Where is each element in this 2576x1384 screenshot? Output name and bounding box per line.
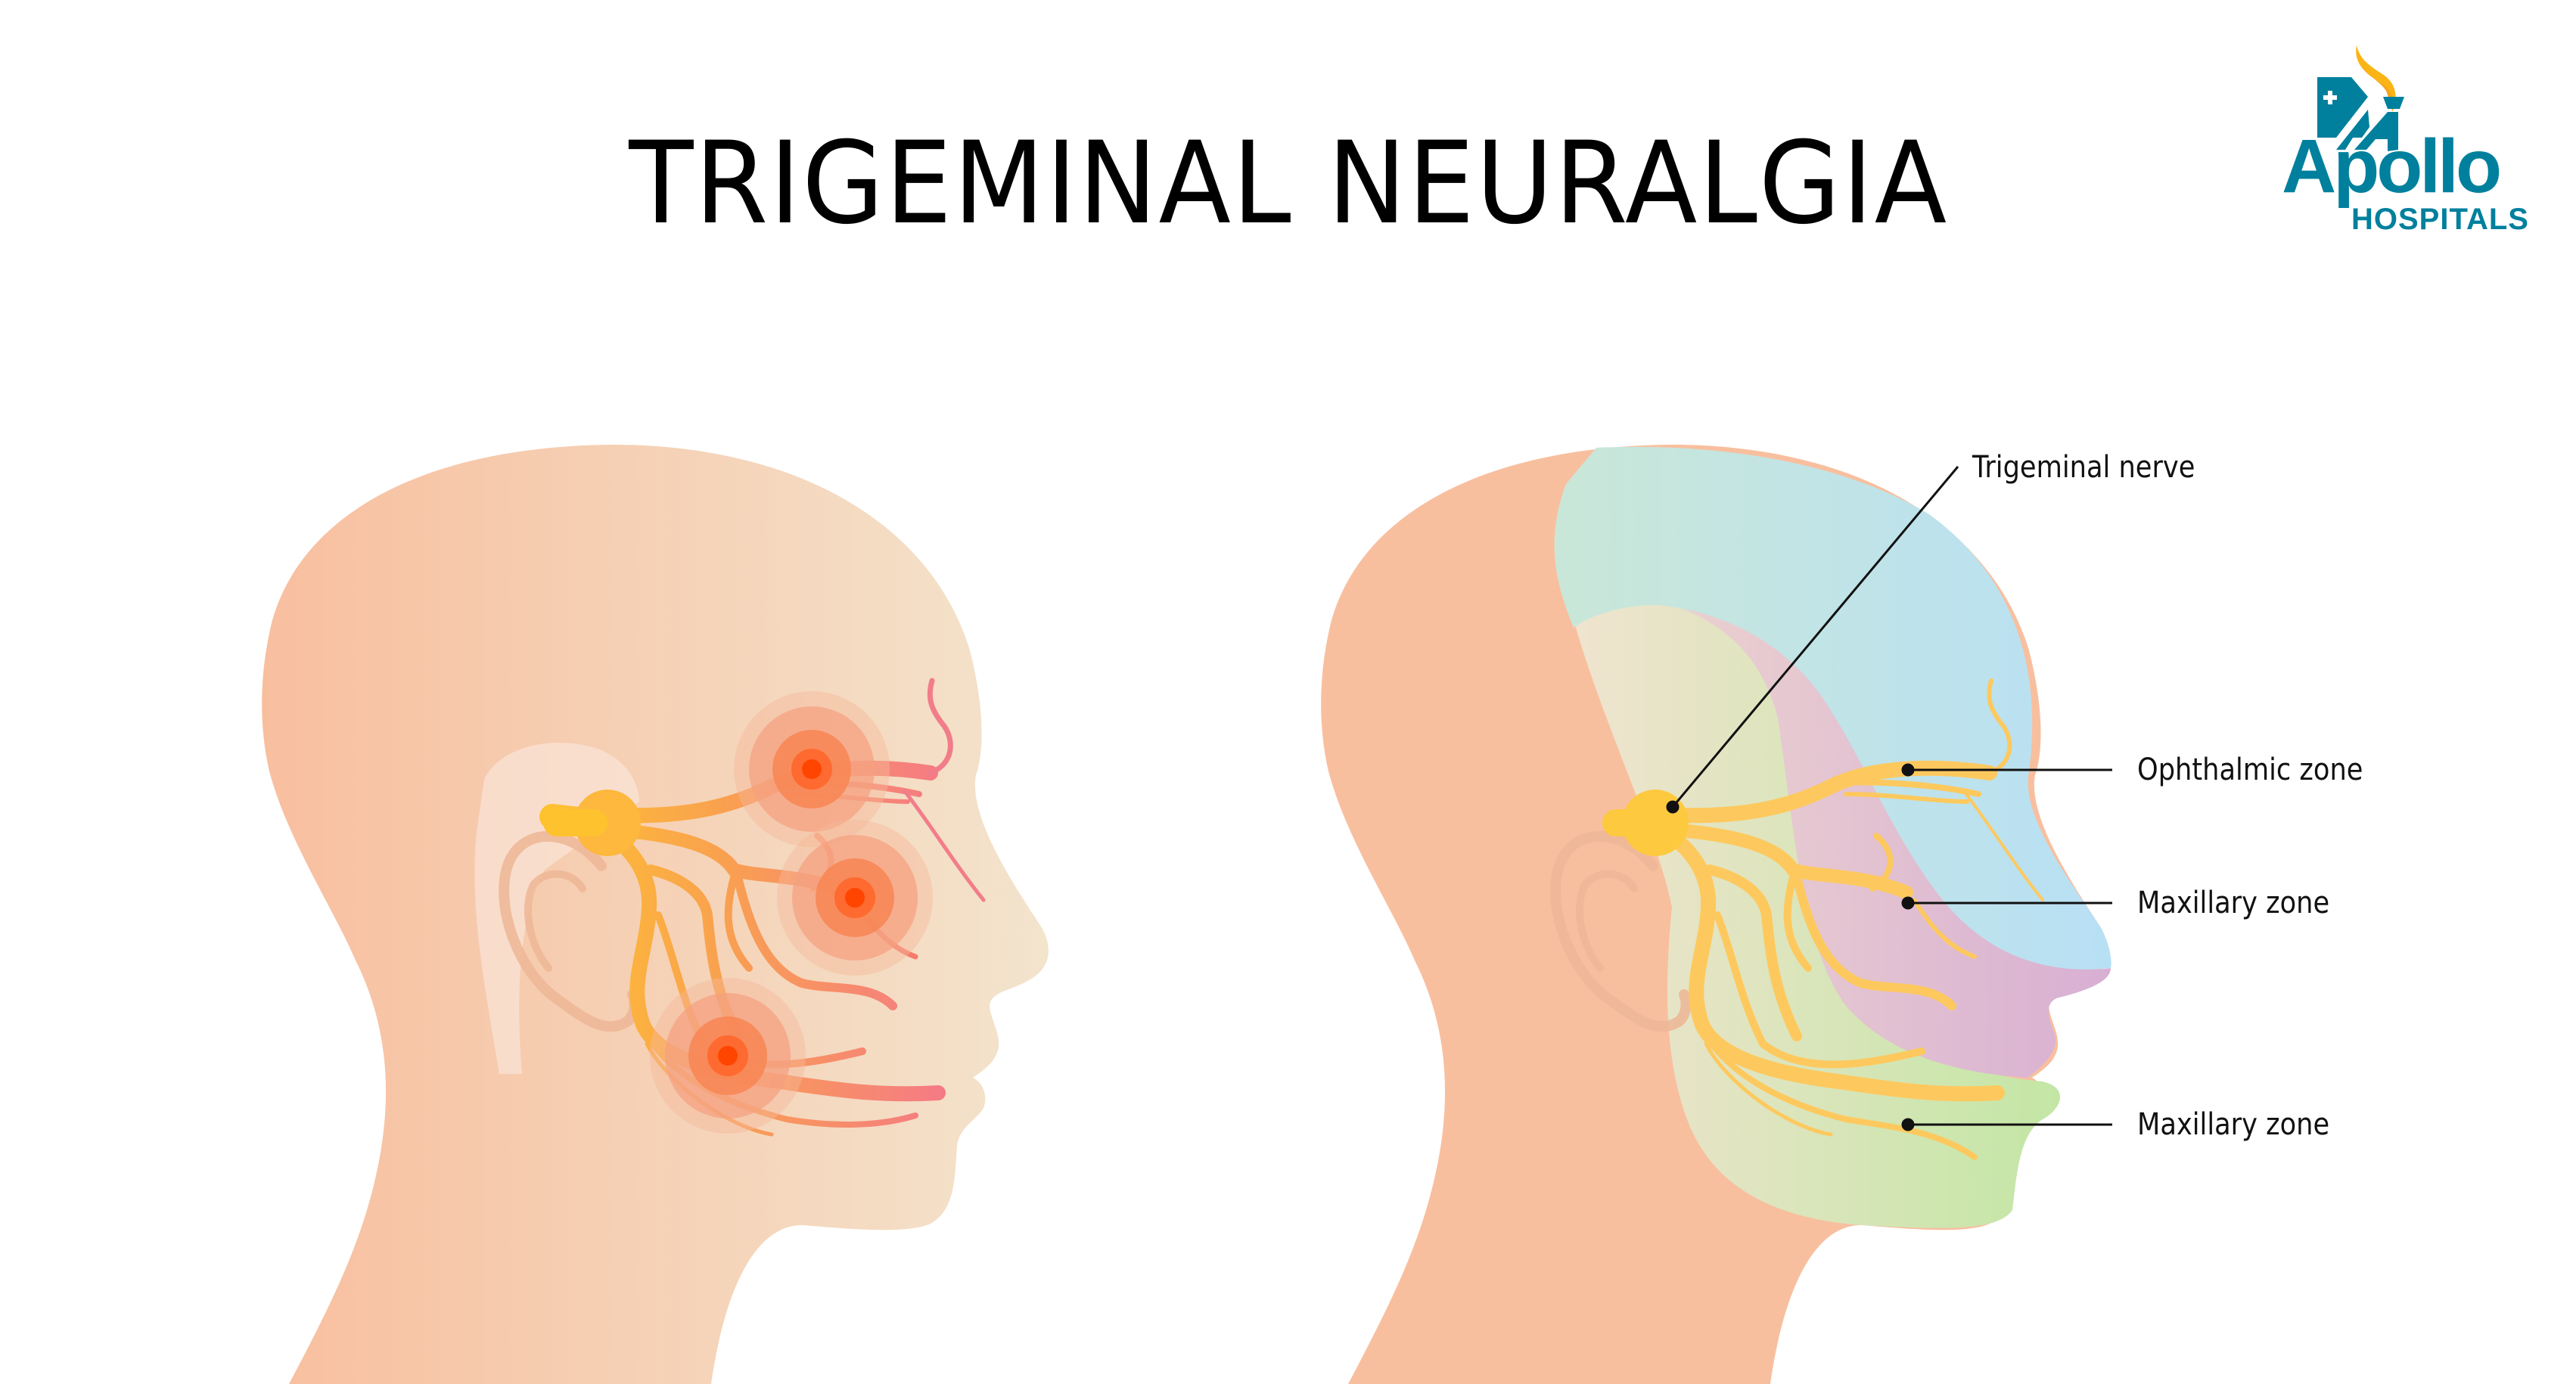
forehead-pain-point [734, 691, 890, 847]
ear-icon [1550, 830, 1692, 1032]
trigeminal-nerve-label: Trigeminal nerve [1972, 450, 2195, 485]
mandibular-zone-label: Maxillary zone [2137, 1107, 2330, 1142]
left-head [262, 445, 1049, 1384]
maxillary-zone-label: Maxillary zone [2137, 886, 2330, 920]
medical-cross-icon [2323, 91, 2337, 104]
jaw-pain-point [650, 978, 806, 1134]
trigeminal-nerve-branches [1668, 678, 2044, 1160]
nerve-ganglion [543, 790, 641, 856]
cheek-pain-point [777, 820, 933, 976]
ophthalmic-zone [1554, 446, 2111, 970]
right-head [1321, 445, 2112, 1384]
maxillary-zone [1661, 599, 2111, 1078]
logo-subtitle-text: HOSPITALS [2351, 203, 2529, 236]
logo-brand-text: Apollo [2282, 124, 2502, 209]
ophthalmic-zone-label: Ophthalmic zone [2137, 753, 2363, 787]
label-leaders [1666, 466, 2112, 1131]
page-title: TRIGEMINAL NEURALGIA [629, 118, 1949, 250]
ear-icon [499, 830, 640, 1032]
apollo-logo [2317, 45, 2404, 151]
